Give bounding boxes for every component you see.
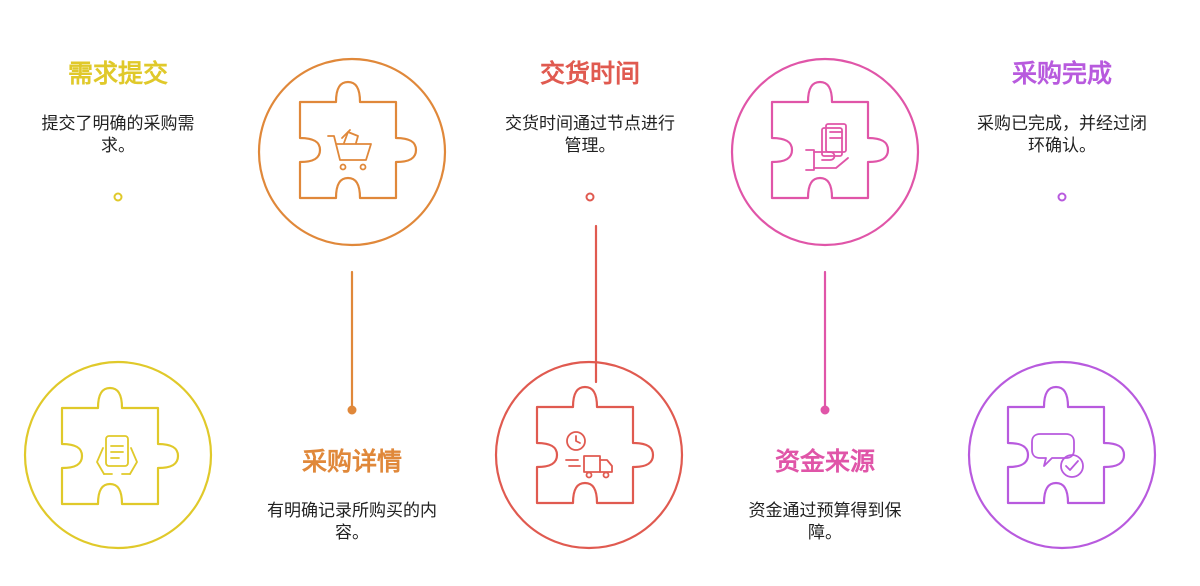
step-1-desc-line-2: 求。 [101, 136, 135, 156]
step-3-description: 交货时间通过节点进行 管理。 [475, 113, 705, 157]
step-1-node [23, 192, 213, 550]
step-3-dot [585, 192, 595, 202]
step-2-title: 采购详情 [301, 447, 402, 476]
step-4-desc-line-1: 资金通过预算得到保 [748, 501, 902, 521]
shopping-cart-icon [327, 129, 372, 171]
step-3-puzzle-icon [535, 385, 655, 505]
step-4-description: 资金通过预算得到保 障。 [710, 500, 940, 544]
step-3-desc-line-2: 管理。 [564, 136, 616, 156]
step-3-node [494, 192, 684, 550]
step-5-description: 采购已完成，并经过闭 环确认。 [947, 113, 1177, 157]
step-1-dot [113, 192, 123, 202]
step-5-node [967, 192, 1157, 550]
step-2-description: 有明确记录所购买的内 容。 [237, 500, 467, 544]
step-2-circle [257, 57, 447, 247]
step-4-puzzle-icon [770, 80, 890, 200]
step-1-title: 需求提交 [67, 59, 168, 88]
step-5-desc-line-2: 环确认。 [1028, 136, 1096, 156]
money-hand-icon [805, 123, 849, 171]
step-5-dot [1057, 192, 1067, 202]
step-2-desc-line-2: 容。 [335, 523, 369, 543]
step-5-puzzle-icon [1006, 385, 1126, 505]
step-1-circle [23, 360, 213, 550]
clipboard-hands-icon [96, 435, 138, 475]
step-4-node [730, 57, 920, 415]
step-5-desc-line-1: 采购已完成，并经过闭 [977, 114, 1147, 134]
step-2-dot [347, 405, 357, 415]
step-4-title: 资金来源 [774, 447, 875, 476]
step-5-title: 采购完成 [1011, 59, 1112, 88]
step-1-description: 提交了明确的采购需 求。 [3, 113, 233, 157]
clock-truck-icon [565, 431, 613, 479]
step-3-desc-line-1: 交货时间通过节点进行 [505, 114, 675, 134]
step-2-puzzle-icon [298, 80, 418, 200]
step-5-circle [967, 360, 1157, 550]
step-3-title: 交货时间 [539, 59, 640, 88]
step-4-desc-line-2: 障。 [808, 523, 842, 543]
step-3-circle [494, 360, 684, 550]
step-2-desc-line-1: 有明确记录所购买的内 [267, 501, 437, 521]
step-4-circle [730, 57, 920, 247]
step-2-node [257, 57, 447, 415]
step-4-dot [820, 405, 830, 415]
chat-check-icon [1031, 433, 1084, 478]
step-1-desc-line-1: 提交了明确的采购需 [41, 114, 195, 134]
